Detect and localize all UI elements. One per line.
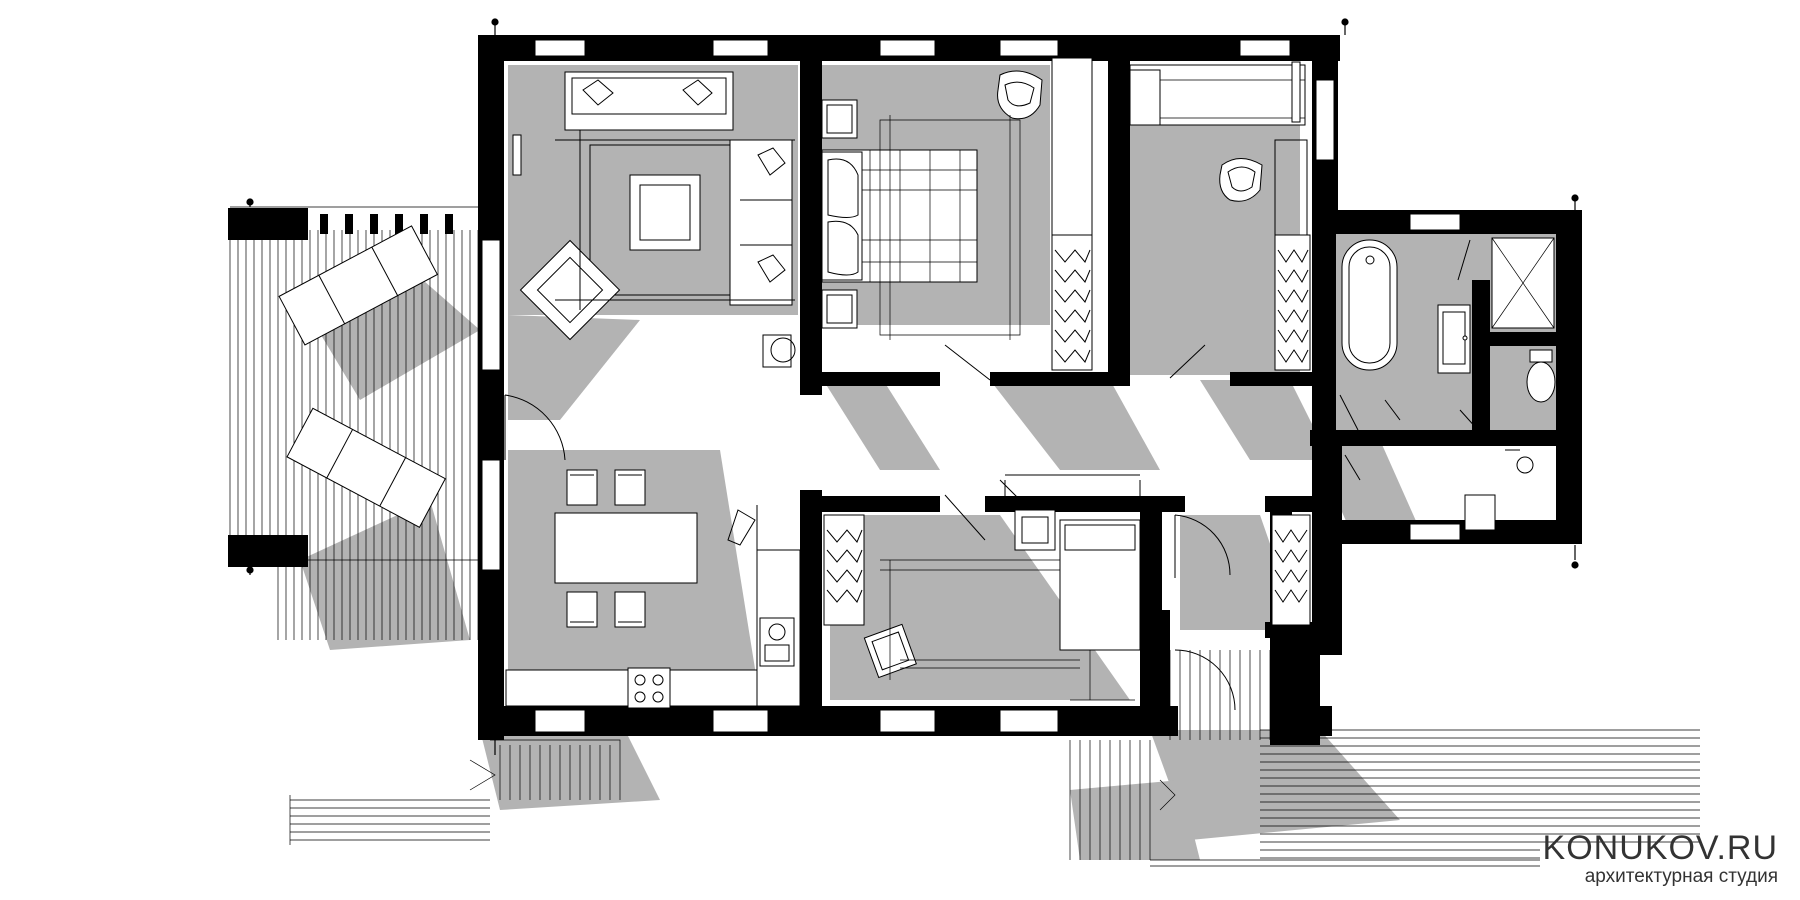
- bathroom: [1341, 237, 1556, 531]
- bedroom-third: [823, 474, 1311, 701]
- wall-ticks: [246, 18, 1579, 755]
- studio-watermark: KONUKOV.RU архитектурная студия: [1543, 830, 1778, 888]
- kitchen-dining: [505, 469, 801, 709]
- terrace: [278, 225, 446, 528]
- pergola-posts: [320, 214, 453, 234]
- doors: [504, 344, 1479, 711]
- windows: [481, 39, 1461, 733]
- studio-name: KONUKOV.RU: [1542, 829, 1778, 867]
- bedroom-second: [1129, 61, 1311, 371]
- studio-subtitle: архитектурная студия: [1584, 866, 1778, 887]
- bedroom-master: [821, 57, 1093, 371]
- living-room: [512, 71, 796, 368]
- walls: [228, 35, 1582, 745]
